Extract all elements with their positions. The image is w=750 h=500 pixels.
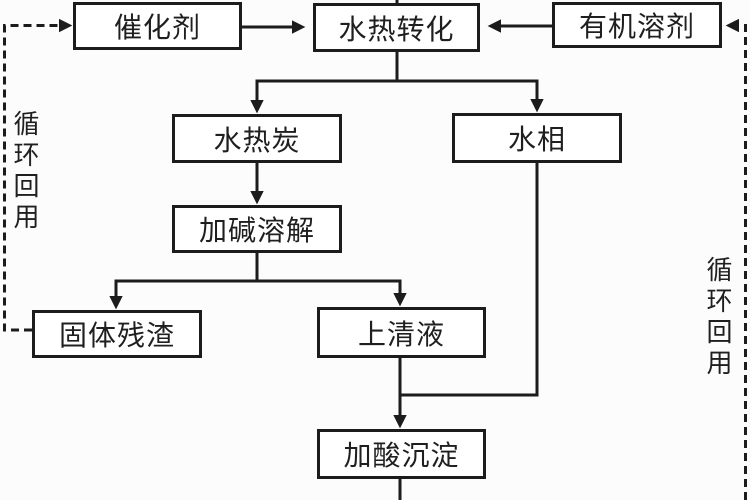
node-alkali-dissolution: 加碱溶解: [172, 205, 342, 253]
node-hydrochar: 水热炭: [172, 114, 342, 163]
node-organic-solvent: 有机溶剂: [552, 2, 722, 48]
right-recycle-label: 循环回用: [703, 256, 733, 380]
edge-left-recycle-dashed: [3, 18, 73, 332]
node-aqueous-phase: 水相: [452, 113, 622, 163]
node-catalyst: 催化剂: [73, 2, 242, 50]
node-acid-precipitation: 加酸沉淀: [317, 429, 486, 479]
edge-aqueous-merge: [400, 163, 539, 397]
node-solid-residue: 固体残渣: [32, 310, 202, 358]
edge-right-recycle-dashed: [725, 18, 747, 500]
node-hydrothermal-conversion: 水热转化: [313, 3, 480, 52]
edge-conversion-split: [255, 52, 539, 83]
edge-alkali-split: [114, 253, 402, 283]
node-supernatant: 上清液: [317, 307, 486, 358]
left-recycle-label: 循环回用: [10, 110, 40, 234]
